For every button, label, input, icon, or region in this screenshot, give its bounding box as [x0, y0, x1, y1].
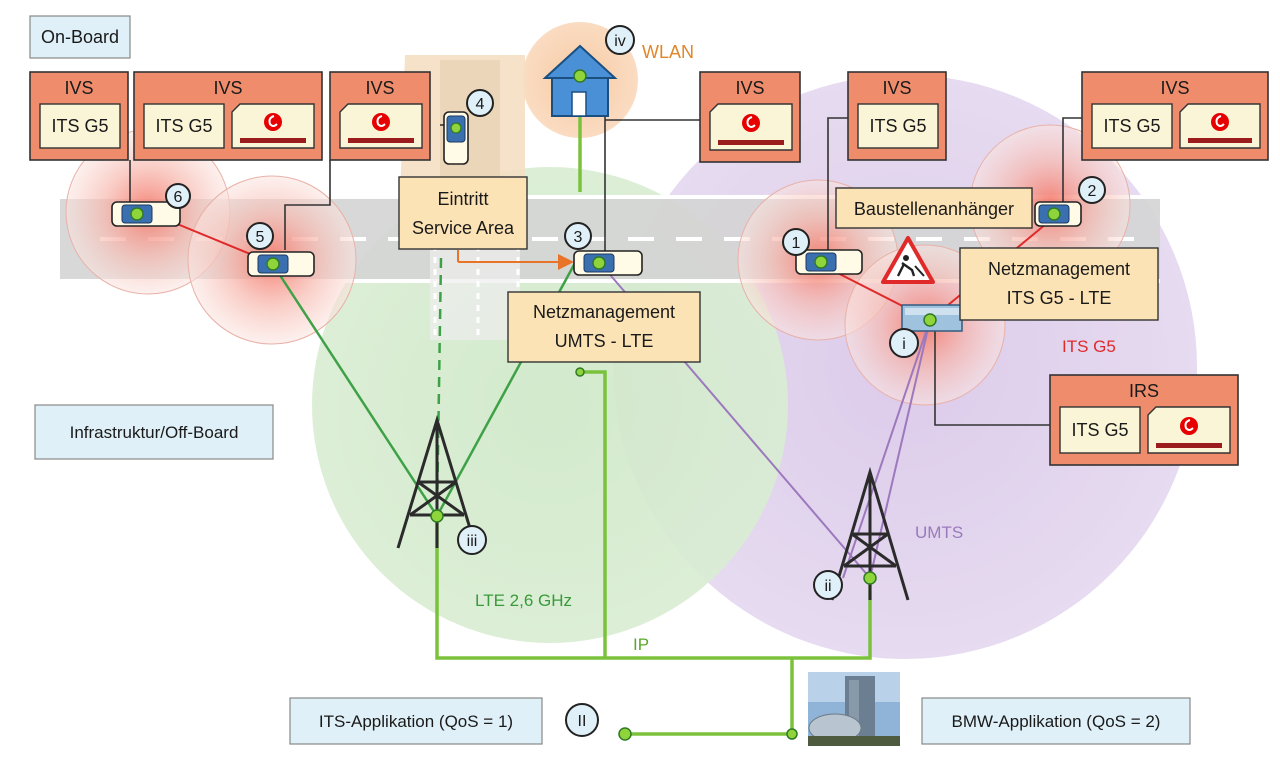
unit-title: IVS — [213, 78, 242, 98]
unit-title: IVS — [882, 78, 911, 98]
marker-car6: 6 — [165, 183, 191, 209]
unit-tech-label: ITS G5 — [1071, 420, 1128, 440]
marker-car1: 1 — [782, 228, 810, 256]
marker-label: iii — [467, 533, 478, 550]
bmw-app-label: BMW-Applikation (QoS = 2) — [952, 712, 1161, 731]
label-netmgmt-umts-lte: Netzmanagement UMTS - LTE — [507, 291, 701, 363]
marker-label: iv — [614, 33, 626, 50]
marker-rsu: i — [889, 328, 919, 358]
ivs-unit-5: IVS ITS G5 — [847, 71, 947, 161]
marker-label: II — [578, 713, 587, 730]
vodafone-logo — [339, 103, 423, 149]
umts-label: UMTS — [915, 523, 963, 542]
construction-warning-sign — [881, 236, 935, 284]
unit-title: IVS — [735, 78, 764, 98]
marker-label: 1 — [792, 235, 801, 252]
netmgmt-left-line2: UMTS - LTE — [555, 331, 654, 351]
bmw-headquarters-image — [808, 672, 900, 746]
netmgmt-right-line1: Netzmanagement — [988, 259, 1130, 279]
label-bmw-application: BMW-Applikation (QoS = 2) — [921, 697, 1191, 745]
marker-car2: 2 — [1078, 176, 1106, 204]
netmgmt-right-line2: ITS G5 - LTE — [1007, 288, 1112, 308]
marker-car3: 3 — [564, 222, 592, 250]
car-2 — [1034, 201, 1082, 227]
ivs-unit-1: IVS ITS G5 — [29, 71, 129, 161]
car-4 — [443, 111, 469, 165]
entry-label-line1: Eintritt — [437, 189, 488, 209]
unit-title: IRS — [1129, 381, 1159, 401]
marker-label: 2 — [1088, 183, 1097, 200]
lte-label: LTE 2,6 GHz — [475, 591, 572, 610]
label-infrastructure: Infrastruktur/Off-Board — [34, 404, 274, 460]
vodafone-logo — [1147, 406, 1231, 454]
entry-label-line2: Service Area — [412, 218, 515, 238]
lte-cell-tower — [396, 414, 478, 549]
its-g5-label: ITS G5 — [1062, 337, 1116, 356]
unit-title: IVS — [365, 78, 394, 98]
marker-label: 6 — [174, 189, 183, 206]
unit-tech-label: ITS G5 — [1103, 116, 1160, 136]
ip-label: IP — [633, 635, 649, 654]
car-6 — [111, 201, 181, 227]
marker-label: ii — [824, 578, 831, 595]
vodafone-logo — [1179, 103, 1261, 149]
label-service-area-entry: Eintritt Service Area — [398, 176, 528, 250]
its-app-label: ITS-Applikation (QoS = 1) — [319, 712, 513, 731]
marker-app: II — [565, 703, 599, 737]
label-construction-trailer: Baustellenanhänger — [835, 187, 1033, 229]
ivs-unit-3: IVS — [329, 71, 431, 161]
construction-trailer-label: Baustellenanhänger — [854, 199, 1014, 219]
label-netmgmt-its-lte: Netzmanagement ITS G5 - LTE — [959, 247, 1159, 321]
netmgmt-left-line1: Netzmanagement — [533, 302, 675, 322]
unit-tech-label: ITS G5 — [869, 116, 926, 136]
unit-tech-label: ITS G5 — [155, 116, 212, 136]
vehicles — [111, 111, 1082, 277]
label-on-board: On-Board — [29, 15, 131, 59]
wlan-house-icon — [542, 44, 618, 117]
car-3 — [573, 250, 643, 276]
wlan-label: WLAN — [642, 42, 694, 62]
marker-lte-tower: iii — [457, 525, 487, 555]
unit-tech-label: ITS G5 — [51, 116, 108, 136]
marker-label: 4 — [476, 96, 485, 113]
infrastructure-label: Infrastruktur/Off-Board — [70, 423, 239, 442]
unit-title: IVS — [64, 78, 93, 98]
car-1 — [795, 249, 863, 275]
network-nodes — [430, 69, 937, 741]
vodafone-logo — [709, 103, 793, 151]
marker-label: 3 — [574, 229, 583, 246]
marker-label: 5 — [256, 229, 265, 246]
marker-umts-tower: ii — [813, 570, 843, 600]
label-its-application: ITS-Applikation (QoS = 1) — [289, 697, 543, 745]
marker-label: i — [902, 336, 906, 353]
marker-car4: 4 — [466, 89, 494, 117]
on-board-label: On-Board — [41, 27, 119, 47]
marker-wlan: iv — [605, 25, 635, 55]
marker-car5: 5 — [246, 222, 274, 250]
unit-title: IVS — [1160, 78, 1189, 98]
ivs-unit-4: IVS — [699, 71, 801, 163]
vodafone-logo — [231, 103, 315, 149]
car-5 — [247, 251, 315, 277]
